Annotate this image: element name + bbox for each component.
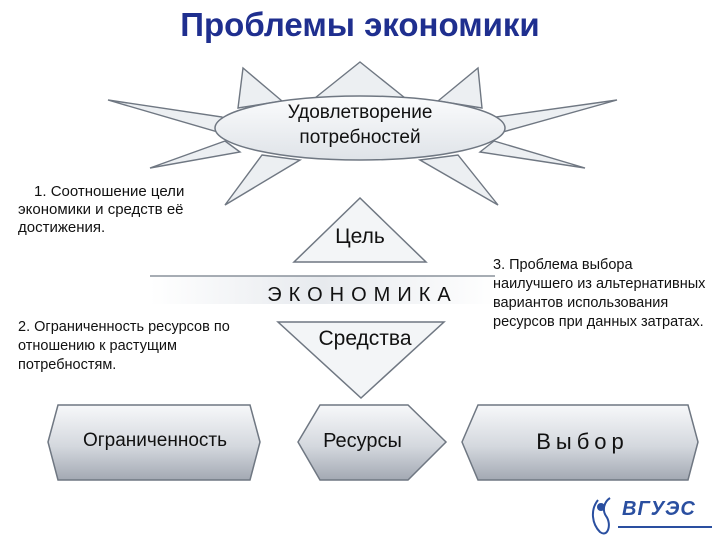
limitation-label: Ограниченность — [82, 430, 228, 451]
logo-emblem — [592, 497, 611, 535]
problem-1-number: 1. — [34, 183, 47, 200]
problem-2-text: по отношению к растущим потребностям. — [18, 319, 230, 373]
ray-right-lower — [478, 140, 586, 169]
economy-label: ЭКОНОМИКА — [267, 284, 458, 306]
goal-label: Цель — [335, 225, 385, 248]
problem-2-number: 2. — [18, 319, 31, 335]
means-label: Средства — [318, 327, 412, 350]
ray-bottom-left — [224, 154, 303, 206]
sun-rays — [107, 61, 618, 206]
resources-hexagon — [297, 404, 448, 481]
choice-label: Выбор — [536, 429, 629, 454]
problem-1: 1. Соотношение цели экономики и средств … — [18, 183, 238, 237]
resources-label: Ресурсы — [323, 430, 402, 452]
problem-3-bold: Проблема выбора — [509, 257, 633, 273]
need-ellipse — [214, 95, 506, 161]
ray-bottom-right — [417, 154, 499, 206]
problem-3: 3. Проблема выбора наилучшего из альтерн… — [493, 256, 715, 332]
economy-bar — [150, 276, 495, 304]
logo-text: ВГУЭС — [622, 498, 696, 520]
choice-hexagon — [461, 404, 699, 481]
problem-3-number: 3. — [493, 257, 506, 273]
means-triangle — [276, 321, 446, 400]
ray-left-lower — [149, 140, 242, 169]
problem-3-text: наилучшего из альтернативных вариантов и… — [493, 276, 706, 330]
ray-right-upper — [491, 99, 618, 136]
problem-2: 2. Ограниченность ресурсов по отношению … — [18, 318, 258, 375]
problem-2-bold: Ограниченность ресурсов — [34, 319, 210, 335]
goal-triangle — [292, 196, 428, 263]
problem-1-text: Соотношение цели экономики и средств её … — [18, 183, 185, 236]
ray-top — [313, 61, 407, 99]
limitation-hexagon — [47, 404, 261, 481]
ray-left-upper — [107, 99, 230, 137]
need-label: Удовлетворение потребностей — [287, 102, 433, 148]
page-title: Проблемы экономики — [180, 6, 540, 43]
